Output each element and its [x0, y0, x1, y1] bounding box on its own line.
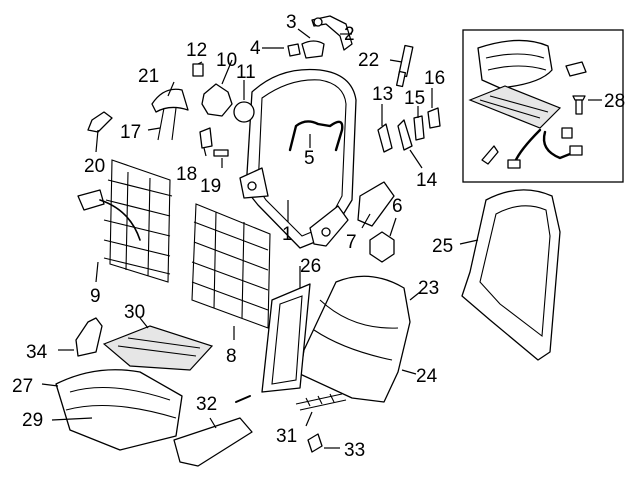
guide-rods-17: [157, 107, 177, 141]
callout-25: 25: [432, 236, 453, 257]
bracket-20: [87, 111, 113, 133]
callout-26: 26: [300, 256, 321, 277]
callout-3: 3: [286, 12, 297, 33]
callout-5: 5: [304, 148, 315, 169]
callouts: 1 2 3 4 5 6 7 8 9 10 11 12 13 14 15 16 1…: [12, 12, 625, 461]
knob-11: [233, 101, 255, 123]
recliner-bracket: [287, 15, 353, 59]
callout-1: 1: [282, 224, 293, 245]
clip-13: [377, 123, 393, 153]
cushion-heater-30: [102, 325, 214, 371]
callout-14: 14: [416, 170, 438, 191]
adjuster-10: [201, 83, 233, 117]
callout-20: 20: [84, 156, 105, 177]
cap-12: [192, 63, 204, 77]
trim-32: [173, 417, 253, 467]
callout-28: 28: [604, 91, 625, 112]
callout-22: 22: [358, 50, 379, 71]
callout-34: 34: [26, 342, 48, 363]
headrest-guide-21: [151, 88, 189, 113]
cable-5: [288, 120, 344, 152]
callout-7: 7: [346, 232, 357, 253]
callout-29: 29: [22, 410, 43, 431]
callout-17: 17: [120, 122, 141, 143]
lumbar-mat-8: [191, 203, 271, 329]
callout-4: 4: [250, 38, 261, 59]
back-heater-26: [261, 283, 311, 393]
callout-10: 10: [216, 50, 237, 71]
sensor-31: [295, 393, 347, 411]
callout-15: 15: [404, 88, 425, 109]
clip-14: [397, 119, 413, 151]
recliner-7: [357, 181, 395, 227]
leader-lines: [41, 28, 602, 449]
callout-24: 24: [416, 366, 438, 387]
callout-12: 12: [186, 40, 207, 61]
clip-15: [413, 115, 425, 141]
clip-33: [307, 433, 323, 453]
callout-32: 32: [196, 394, 217, 415]
callout-11: 11: [236, 62, 256, 83]
back-cover-24: [299, 275, 411, 403]
knob-6: [369, 231, 395, 263]
clip-16: [427, 107, 441, 129]
callout-2: 2: [344, 24, 355, 45]
bracket-34: [75, 317, 103, 357]
cushion-29: [55, 369, 183, 451]
callout-27: 27: [12, 376, 33, 397]
callout-19: 19: [200, 176, 221, 197]
strut: [395, 44, 414, 88]
cushion-frame-9: [77, 159, 173, 283]
back-panel-25: [461, 189, 561, 361]
callout-9: 9: [90, 286, 101, 307]
callout-8: 8: [226, 346, 237, 367]
screw-19: [213, 149, 229, 157]
callout-18: 18: [176, 164, 197, 185]
callout-31: 31: [276, 426, 297, 447]
callout-30: 30: [124, 302, 145, 323]
seat-back-frame: [239, 68, 357, 249]
callout-33: 33: [344, 440, 365, 461]
inset-box: [462, 29, 624, 183]
callout-6: 6: [392, 196, 403, 217]
clip-18: [199, 127, 213, 149]
callout-16: 16: [424, 68, 445, 89]
callout-23: 23: [418, 278, 439, 299]
callout-21: 21: [138, 66, 159, 87]
callout-13: 13: [372, 84, 393, 105]
